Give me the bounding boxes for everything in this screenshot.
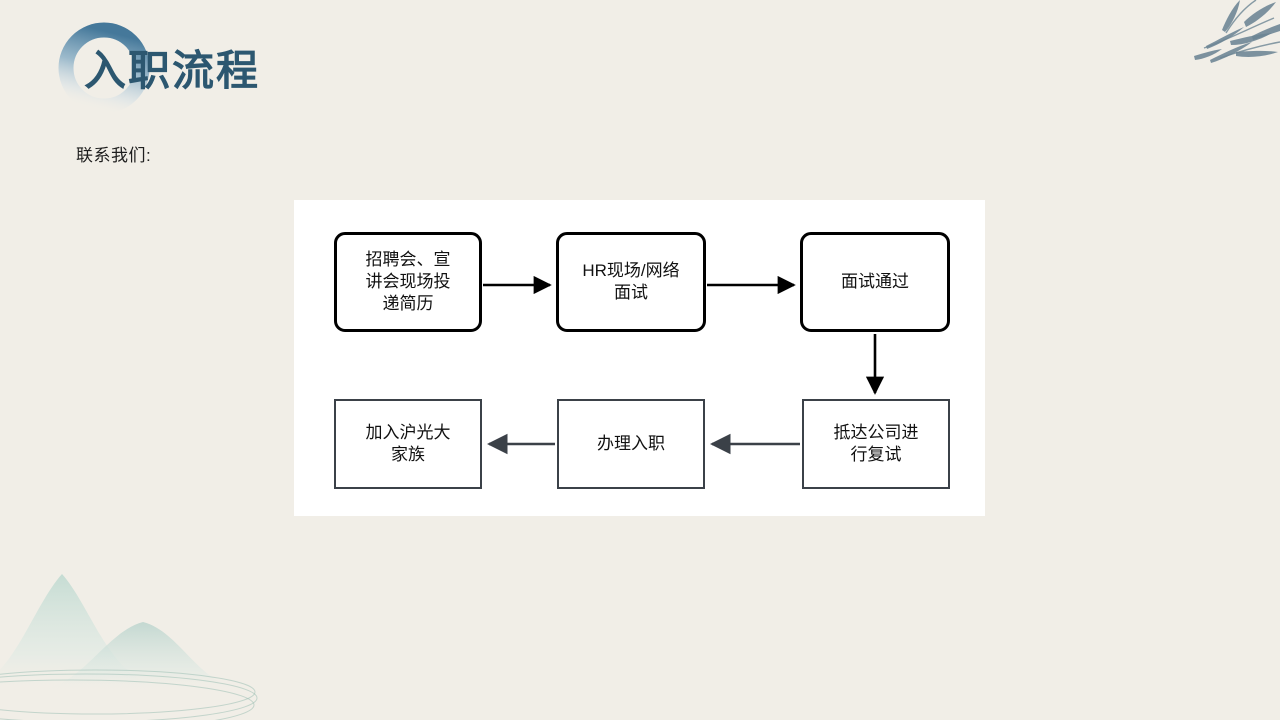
flow-node-label: 加入沪光大 家族 (365, 422, 451, 464)
flow-node-interview-passed[interactable]: 面试通过 (800, 232, 950, 332)
flow-node-label: 办理入职 (597, 433, 665, 453)
title-block: 入职流程 (48, 14, 468, 124)
flow-node-recruitment-fair[interactable]: 招聘会、宣 讲会现场投 递简历 (334, 232, 482, 332)
ink-mountains-decoration (0, 574, 258, 720)
contact-us-label: 联系我们: (76, 146, 152, 165)
page-title: 入职流程 (84, 47, 261, 94)
flow-node-label: HR现场/网络 面试 (582, 260, 680, 302)
flow-node-label: 招聘会、宣 讲会现场投 递简历 (365, 249, 451, 314)
bamboo-leaves-decoration (1194, 0, 1280, 63)
flow-node-label: 面试通过 (841, 271, 909, 291)
flow-node-hr-interview[interactable]: HR现场/网络 面试 (556, 232, 706, 332)
flowchart-connectors (483, 275, 885, 455)
flow-node-onboarding[interactable]: 办理入职 (557, 399, 705, 489)
flowchart-panel: 招聘会、宣 讲会现场投 递简历 HR现场/网络 面试 面试通过 抵达公司进 行复… (294, 200, 985, 516)
flow-node-join-family[interactable]: 加入沪光大 家族 (334, 399, 482, 489)
flow-node-label: 抵达公司进 行复试 (833, 422, 919, 464)
flow-node-onsite-second-interview[interactable]: 抵达公司进 行复试 (802, 399, 950, 489)
